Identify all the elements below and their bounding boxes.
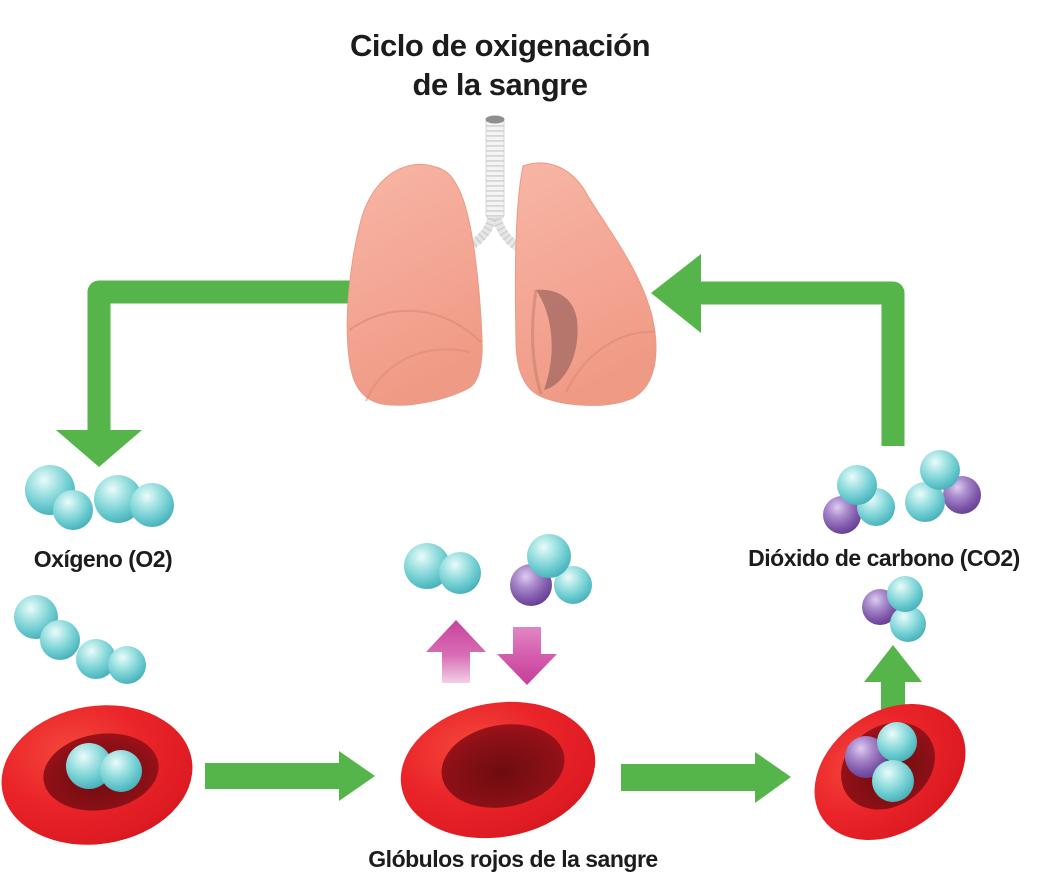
right-lung (514, 162, 657, 406)
oxygen-molecule-icon (66, 743, 142, 792)
co2-carbon-sphere (845, 736, 887, 778)
o2-sphere (404, 543, 450, 589)
arrow-cell1-to-cell2-shaft (205, 763, 339, 789)
left-lung (346, 164, 483, 406)
arrow-cell2-to-cell3-head (755, 752, 791, 803)
red-blood-cell-icon (400, 701, 596, 839)
arrow-lungs-to-oxygen-shaft (87, 280, 395, 432)
right-lung-fissure (565, 330, 656, 393)
co2-oxygen-sphere (554, 566, 592, 604)
co2-oxygen-sphere (905, 482, 945, 522)
o2-sphere (130, 483, 174, 527)
red-blood-cell-icon (1, 705, 193, 845)
right-lung-body (514, 162, 657, 406)
arrow-co2-to-lungs-head (651, 254, 701, 333)
oxygen-molecule-icon (25, 465, 93, 530)
oxygen-molecule-icon (76, 639, 146, 684)
pink-down-arrow (497, 627, 557, 685)
pink-up-arrow (426, 620, 486, 683)
arrow-co2-to-lungs (651, 254, 905, 446)
right-lung-notch-shadow (536, 289, 578, 390)
co2-molecule-icon (905, 450, 981, 522)
o2-sphere (76, 639, 116, 679)
o2-sphere (94, 475, 142, 523)
co2-molecule-icon (823, 465, 895, 534)
arrow-co2-uptake-down (497, 627, 557, 685)
arrow-cell1-to-cell2-head (339, 751, 375, 801)
trachea-tube (485, 117, 505, 219)
co2-oxygen-sphere (887, 576, 923, 612)
arrow-lungs-to-oxygen (56, 280, 395, 467)
co2-molecule-icon (845, 722, 917, 802)
arrow-o2-release-up (426, 620, 486, 683)
co2-molecule-icon (510, 534, 592, 606)
arrow-cell2-to-cell3 (621, 752, 791, 803)
right-lung-notch-edge (531, 289, 543, 395)
co2-carbon-sphere (823, 496, 861, 534)
co2-oxygen-sphere (890, 606, 926, 642)
oxygen-label: Oxígeno (O2) (34, 546, 172, 572)
co2-oxygen-sphere (920, 450, 960, 490)
red-blood-cell-icon (814, 703, 966, 841)
trachea-cap (485, 115, 505, 124)
co2-oxygen-sphere (527, 534, 571, 578)
arrow-cell3-to-co2-head (864, 645, 922, 682)
left-lung-fissure (348, 309, 482, 343)
co2-molecule-icon (862, 576, 926, 642)
o2-sphere (439, 552, 481, 594)
arrow-lungs-to-oxygen-head (56, 430, 142, 467)
oxygen-molecule-icon (404, 543, 481, 594)
arrow-co2-to-lungs-shaft (700, 281, 905, 446)
o2-sphere (100, 750, 142, 792)
left-lung-fissure-lower (365, 348, 471, 402)
o2-sphere (108, 646, 146, 684)
diagram-title-line2: de la sangre (413, 67, 588, 102)
o2-sphere (40, 620, 80, 660)
arrow-cell1-to-cell2 (205, 751, 375, 801)
co2-oxygen-sphere (872, 760, 914, 802)
oxygen-molecule-icon (94, 475, 174, 527)
carbon-dioxide-label: Dióxido de carbono (CO2) (748, 545, 1020, 571)
diagram-title-line1: Ciclo de oxigenación (350, 28, 650, 63)
red-blood-cells-label: Glóbulos rojos de la sangre (368, 846, 657, 872)
co2-oxygen-sphere (837, 465, 877, 505)
o2-sphere (66, 743, 112, 789)
co2-oxygen-sphere (877, 722, 917, 762)
lungs-icon (346, 115, 657, 406)
o2-sphere (53, 490, 93, 530)
red-cell-center (441, 724, 565, 808)
arrow-cell2-to-cell3-shaft (621, 764, 755, 791)
oxygen-molecule-icon (14, 595, 80, 660)
left-lung-body (346, 164, 483, 406)
